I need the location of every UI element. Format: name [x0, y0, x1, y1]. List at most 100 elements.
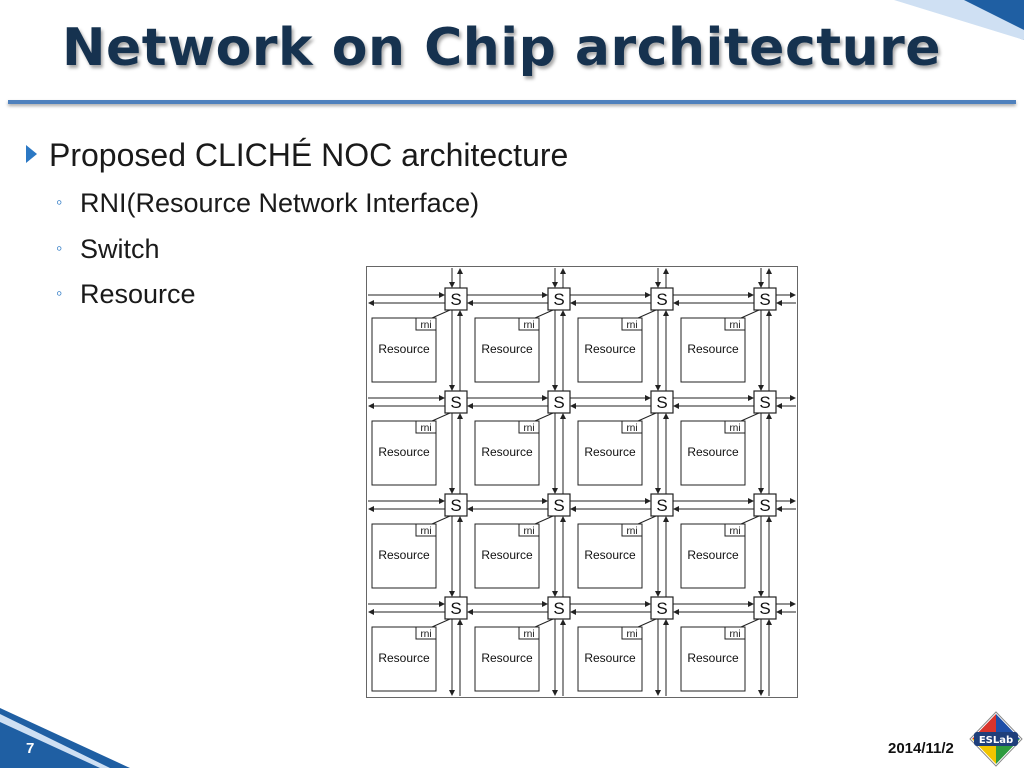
switch-node: S — [753, 493, 777, 517]
resource-label: Resource — [378, 548, 430, 562]
switch-node: S — [444, 596, 468, 620]
resource-label: Resource — [481, 342, 533, 356]
rni-label: rni — [523, 320, 534, 331]
rni-label: rni — [420, 526, 431, 537]
switch-label: S — [656, 496, 667, 515]
rni-label: rni — [729, 629, 740, 640]
switch-node: S — [753, 287, 777, 311]
rni-box — [518, 626, 540, 640]
sub-bullet-switch: ◦Switch — [56, 234, 160, 265]
eslab-logo: ESLab — [969, 711, 1023, 767]
switch-label: S — [450, 290, 461, 309]
switch-label: S — [450, 393, 461, 412]
resource-label: Resource — [378, 342, 430, 356]
title-underline — [8, 100, 1016, 104]
rni-box — [724, 420, 746, 434]
rni-box — [415, 317, 437, 331]
resource-label: Resource — [378, 445, 430, 459]
switch-label: S — [759, 290, 770, 309]
rni-label: rni — [420, 320, 431, 331]
resource-label: Resource — [378, 651, 430, 665]
switch-label: S — [450, 496, 461, 515]
corner-decoration-bottom-left — [0, 708, 130, 768]
slide-date: 2014/11/2 — [888, 740, 954, 757]
switch-node: S — [547, 287, 571, 311]
link-lines — [368, 268, 796, 696]
rni-box — [621, 420, 643, 434]
page-number: 7 — [26, 740, 35, 757]
sub-bullet-text: Resource — [80, 279, 196, 309]
resource-label: Resource — [687, 651, 739, 665]
resource-label: Resource — [481, 445, 533, 459]
resource-label: Resource — [584, 342, 636, 356]
sub-bullet-rni: ◦RNI(Resource Network Interface) — [56, 188, 479, 219]
rni-box — [724, 523, 746, 537]
rni-box — [415, 523, 437, 537]
noc-mesh-diagram: rniResourcerniResourcerniResourcerniReso… — [366, 266, 798, 698]
rni-box — [621, 317, 643, 331]
circle-bullet-icon: ◦ — [56, 192, 63, 212]
switch-label: S — [759, 496, 770, 515]
rni-label: rni — [729, 320, 740, 331]
switch-node: S — [444, 493, 468, 517]
diagram-frame — [366, 266, 798, 698]
rni-label: rni — [420, 629, 431, 640]
switch-node: S — [753, 390, 777, 414]
switch-label: S — [553, 599, 564, 618]
resource-label: Resource — [584, 445, 636, 459]
circle-bullet-icon: ◦ — [56, 283, 63, 303]
switch-label: S — [759, 393, 770, 412]
switch-label: S — [759, 599, 770, 618]
chevron-right-icon — [26, 145, 37, 163]
switch-node: S — [444, 390, 468, 414]
resource-label: Resource — [481, 548, 533, 562]
rni-label: rni — [626, 629, 637, 640]
rni-label: rni — [523, 423, 534, 434]
switch-label: S — [656, 393, 667, 412]
rni-box — [724, 626, 746, 640]
resource-label: Resource — [687, 342, 739, 356]
rni-label: rni — [729, 423, 740, 434]
rni-box — [621, 626, 643, 640]
switch-node: S — [753, 596, 777, 620]
rni-box — [415, 420, 437, 434]
switch-node: S — [650, 596, 674, 620]
resource-label: Resource — [584, 651, 636, 665]
switch-node: S — [547, 493, 571, 517]
main-bullet-text: Proposed CLICHÉ NOC architecture — [49, 137, 569, 173]
switch-node: S — [650, 493, 674, 517]
sub-bullet-text: Switch — [80, 234, 160, 264]
switch-label: S — [553, 290, 564, 309]
main-bullet: Proposed CLICHÉ NOC architecture — [26, 137, 568, 174]
resource-label: Resource — [481, 651, 533, 665]
rni-label: rni — [523, 526, 534, 537]
rni-label: rni — [729, 526, 740, 537]
logo-text: ESLab — [979, 735, 1013, 746]
resource-label: Resource — [584, 548, 636, 562]
switch-node: S — [547, 596, 571, 620]
corner-decoration-top-right — [894, 0, 1024, 40]
rni-label: rni — [523, 629, 534, 640]
switch-label: S — [553, 496, 564, 515]
switch-node: S — [650, 287, 674, 311]
rni-box — [518, 317, 540, 331]
rni-box — [621, 523, 643, 537]
rni-box — [518, 523, 540, 537]
rni-box — [415, 626, 437, 640]
rni-label: rni — [626, 423, 637, 434]
